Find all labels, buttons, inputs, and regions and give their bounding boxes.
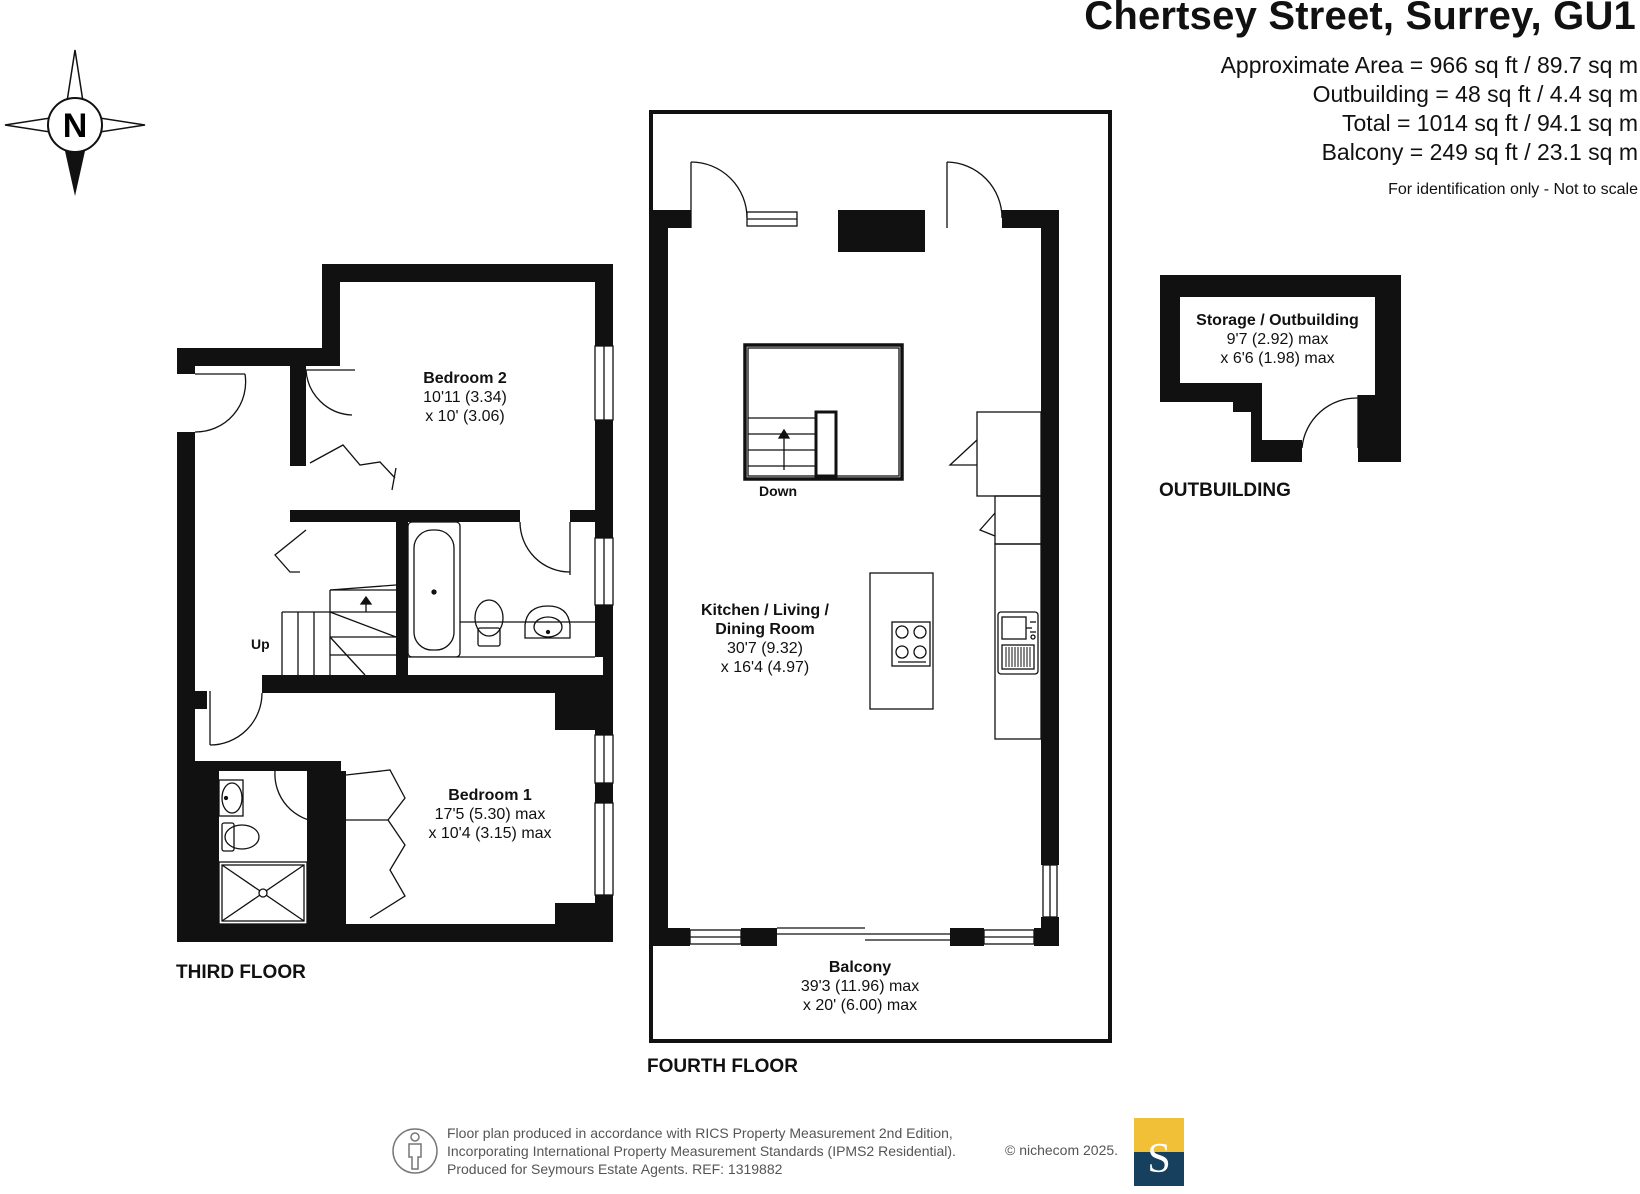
- footer-disclaimer: Floor plan produced in accordance with R…: [447, 1124, 956, 1178]
- person-icon: [392, 1128, 438, 1174]
- outbuilding-plan: [1160, 275, 1401, 462]
- room-name-line-1: Kitchen / Living /: [700, 602, 829, 619]
- third-floor-details: [194, 345, 614, 925]
- room-dim-1: 10'11 (3.34): [423, 389, 507, 406]
- room-dim-2: x 10' (3.06): [425, 408, 505, 425]
- room-name: Bedroom 2: [423, 370, 507, 387]
- room-dim-2: x 10'4 (3.15) max: [428, 825, 552, 842]
- room-dim-1: 9'7 (2.92) max: [1226, 331, 1329, 348]
- area-approximate: Approximate Area = 966 sq ft / 89.7 sq m: [1220, 52, 1638, 78]
- room-dim-1: 17'5 (5.30) max: [434, 806, 546, 823]
- stairs-up-label: Up: [251, 636, 270, 652]
- room-kitchen-living-dining: Kitchen / Living / Dining Room 30'7 (9.3…: [680, 601, 850, 677]
- room-dim-2: x 16'4 (4.97): [720, 659, 810, 676]
- footer-line-3: Produced for Seymours Estate Agents. REF…: [447, 1161, 783, 1177]
- room-bedroom-2: Bedroom 2 10'11 (3.34) x 10' (3.06): [395, 369, 535, 426]
- room-dim-2: x 6'6 (1.98) max: [1220, 350, 1335, 367]
- room-bedroom-1: Bedroom 1 17'5 (5.30) max x 10'4 (3.15) …: [410, 786, 570, 843]
- compass-icon: N: [4, 49, 146, 196]
- footer-line-2: Incorporating International Property Mea…: [447, 1143, 956, 1159]
- stairs-down-label: Down: [759, 483, 798, 499]
- third-floor-plan: [177, 264, 613, 942]
- area-balcony: Balcony = 249 sq ft / 23.1 sq m: [1321, 139, 1638, 165]
- floor-label-third: THIRD FLOOR: [176, 962, 306, 983]
- room-name: Storage / Outbuilding: [1196, 312, 1359, 329]
- room-name-line-2: Dining Room: [715, 621, 815, 638]
- compass-letter: N: [63, 107, 88, 145]
- plan-title: Chertsey Street, Surrey, GU1: [1084, 0, 1636, 38]
- logo-letter: S: [1147, 1136, 1170, 1182]
- room-dim-1: 39'3 (11.96) max: [800, 978, 920, 995]
- room-dim-2: x 20' (6.00) max: [802, 997, 918, 1014]
- area-total: Total = 1014 sq ft / 94.1 sq m: [1342, 110, 1638, 136]
- room-name: Bedroom 1: [448, 787, 532, 804]
- floor-label-outbuilding: OUTBUILDING: [1159, 480, 1291, 501]
- seymours-logo: S: [1134, 1118, 1184, 1186]
- area-outbuilding: Outbuilding = 48 sq ft / 4.4 sq m: [1312, 81, 1638, 107]
- copyright: © nichecom 2025.: [1005, 1142, 1119, 1158]
- footer-line-1: Floor plan produced in accordance with R…: [447, 1125, 953, 1141]
- room-storage-outbuilding: Storage / Outbuilding 9'7 (2.92) max x 6…: [1185, 311, 1370, 368]
- room-dim-1: 30'7 (9.32): [727, 640, 803, 657]
- room-name: Balcony: [828, 959, 892, 976]
- room-balcony: Balcony 39'3 (11.96) max x 20' (6.00) ma…: [775, 958, 945, 1015]
- scale-note: For identification only - Not to scale: [1388, 181, 1638, 198]
- floor-label-fourth: FOURTH FLOOR: [647, 1056, 798, 1077]
- fourth-floor-plan: [649, 110, 1112, 1043]
